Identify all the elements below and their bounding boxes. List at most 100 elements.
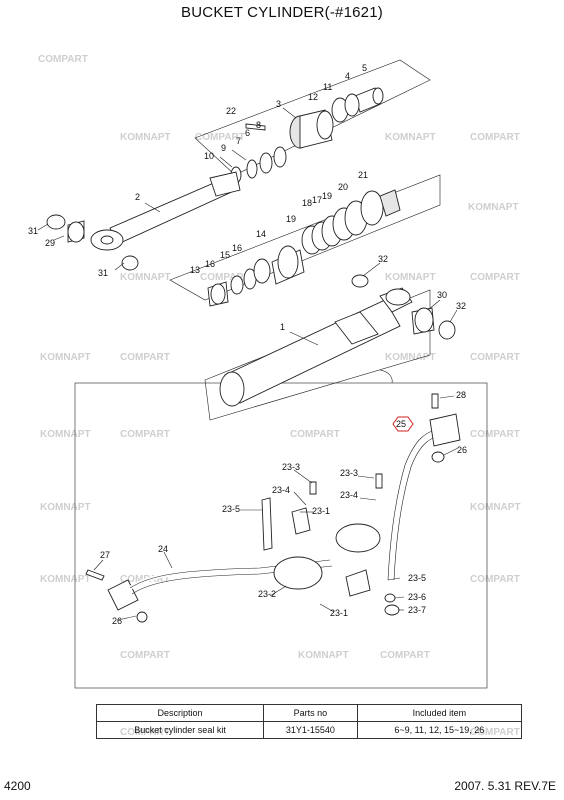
part-label: 8	[256, 120, 261, 130]
part-label: 31	[28, 226, 38, 236]
part-label: 32	[378, 254, 388, 264]
part-label: 4	[345, 71, 350, 81]
table-header-row: Description Parts no Included item	[95, 704, 523, 722]
part-label: 23-3	[340, 468, 358, 478]
column-header: Included item	[356, 704, 523, 722]
part-label: 21	[358, 170, 368, 180]
part-label: 13	[190, 265, 200, 275]
watermark-text: COMPART	[470, 352, 520, 363]
part-label: 11	[323, 82, 332, 92]
column-header: Parts no	[263, 704, 358, 722]
gland-part	[289, 109, 334, 149]
pipe-24-line	[129, 559, 331, 589]
clamp-part	[273, 556, 323, 590]
watermark-text: COMPART	[380, 650, 430, 661]
part-label: 23-6	[408, 592, 426, 602]
part-label: 20	[338, 182, 348, 192]
part-label: 26	[112, 616, 122, 626]
part-label: 7	[236, 136, 241, 146]
watermark-text: KOMNAPT	[468, 202, 519, 213]
part-label: 16	[232, 243, 242, 253]
page-title: BUCKET CYLINDER(-#1621)	[181, 4, 383, 21]
watermark-text: KOMNAPT	[385, 132, 436, 143]
clamp-part	[335, 523, 381, 553]
watermark-text: COMPART	[290, 429, 340, 440]
page-number: 4200	[4, 779, 31, 793]
watermark-text: COMPART	[470, 429, 520, 440]
watermark-text: COMPART	[470, 272, 520, 283]
part-label: 14	[256, 229, 266, 239]
seal-kit-table: Description Parts no Included item Bucke…	[95, 704, 523, 739]
watermark-text: COMPART	[470, 132, 520, 143]
highlight-marker	[392, 416, 414, 432]
part-label: 23-5	[222, 504, 240, 514]
pipe-assembly-arrow	[379, 369, 393, 384]
cylinder-tube-part	[219, 287, 413, 407]
bolt-part	[245, 123, 266, 131]
watermark-text: KOMNAPT	[385, 272, 436, 283]
part-label: 23-1	[312, 506, 330, 516]
part-label: 23-5	[408, 573, 426, 583]
watermark-text: COMPART	[470, 574, 520, 585]
head-assembly-outline	[194, 59, 431, 176]
part-label: 5	[362, 63, 367, 73]
part-label: 23-2	[258, 589, 276, 599]
part-label: 23-4	[272, 485, 290, 495]
watermark-text: COMPART	[120, 650, 170, 661]
revision-date: 2007. 5.31 REV.7E	[454, 779, 556, 793]
watermark-text: COMPART	[120, 429, 170, 440]
watermark-text: COMPART	[200, 272, 250, 283]
watermark-text: KOMNAPT	[470, 502, 521, 513]
part-label: 19	[322, 191, 332, 201]
part-label: 23-1	[330, 608, 348, 618]
part-label: 1	[280, 322, 285, 332]
table-cell: 6~9, 11, 12, 15~19, 26	[356, 721, 523, 739]
part-label: 27	[100, 550, 110, 560]
part-label: 28	[456, 390, 466, 400]
part-label: 12	[308, 92, 318, 102]
watermark-text: COMPART	[195, 132, 245, 143]
seal-part	[372, 87, 384, 105]
part-label: 17	[312, 195, 322, 205]
part-label: 30	[437, 290, 447, 300]
column-header: Description	[95, 704, 265, 722]
table-row: Bucket cylinder seal kit 31Y1-15540 6~9,…	[95, 721, 523, 739]
part-label: 23-7	[408, 605, 426, 615]
part-label: 32	[456, 301, 466, 311]
watermark-text: KOMNAPT	[385, 352, 436, 363]
part-label: 22	[226, 106, 236, 116]
part-label: 15	[220, 250, 230, 260]
watermark-layer: COMPART KOMNAPT COMPART KOMNAPT COMPART …	[38, 54, 521, 738]
part-label: 10	[204, 151, 214, 161]
watermark-text: KOMNAPT	[120, 132, 171, 143]
watermark-text: KOMNAPT	[40, 352, 91, 363]
part-label: 2	[135, 192, 140, 202]
part-label: 29	[45, 238, 55, 248]
part-label: 6	[245, 128, 250, 138]
table-cell: Bucket cylinder seal kit	[95, 721, 265, 739]
part-label: 23-4	[340, 490, 358, 500]
part-number-labels: 5 4 11 12 3 22 8 6 7 9 10 2 21 20 19 17 …	[28, 63, 467, 626]
watermark-text: COMPART	[38, 54, 88, 65]
nut-part	[379, 189, 401, 217]
part-label: 9	[221, 143, 226, 153]
watermark-text: KOMNAPT	[120, 272, 171, 283]
pipe-25-line	[387, 427, 446, 581]
watermark-text: KOMNAPT	[40, 502, 91, 513]
piston-rod-part	[90, 171, 241, 251]
part-label: 3	[276, 99, 281, 109]
table-cell: 31Y1-15540	[263, 721, 358, 739]
part-label: 26	[457, 445, 467, 455]
watermark-text: COMPART	[120, 352, 170, 363]
watermark-text: KOMNAPT	[40, 429, 91, 440]
part-label: 18	[302, 198, 312, 208]
watermark-text: KOMNAPT	[298, 650, 349, 661]
watermark-text: KOMNAPT	[40, 574, 91, 585]
part-label: 16	[205, 259, 215, 269]
part-label: 19	[286, 214, 296, 224]
part-label: 31	[98, 268, 108, 278]
part-label: 23-3	[282, 462, 300, 472]
part-label: 25	[396, 419, 406, 429]
part-label: 24	[158, 544, 168, 554]
